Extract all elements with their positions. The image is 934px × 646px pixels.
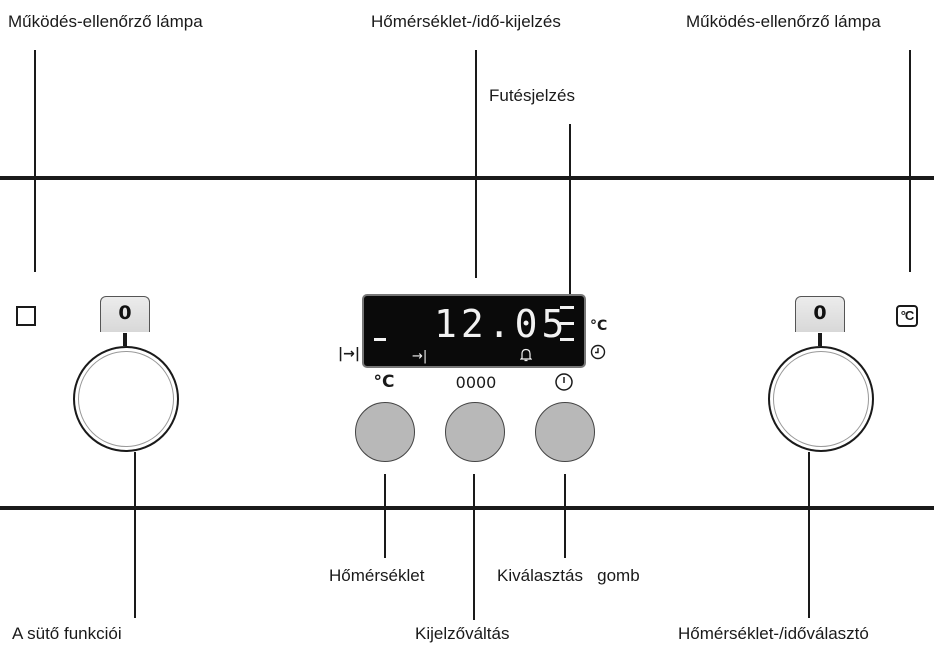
display-left-segment (374, 338, 386, 341)
leader-oven-functions (134, 452, 136, 618)
button-caption-display: 0000 (455, 373, 497, 392)
leader-select-button (564, 474, 566, 558)
panel-bottom-edge (0, 506, 934, 510)
select-button[interactable] (535, 402, 595, 462)
duration-icon: |→| (338, 346, 360, 362)
right-knob-marker (818, 333, 822, 346)
leader-left-lamp (34, 50, 36, 272)
leader-right-lamp (909, 50, 911, 272)
left-knob-marker (123, 333, 127, 346)
display-time: 12.05 (434, 302, 569, 346)
label-right-lamp: Működés-ellenőrző lámpa (686, 12, 881, 31)
function-lamp (16, 306, 36, 326)
left-knob-position-tag: 0 (100, 296, 150, 332)
temperature-button[interactable] (355, 402, 415, 462)
leader-temp-time-selector (808, 452, 810, 618)
label-temperature: Hőmérséklet (329, 566, 425, 585)
bell-icon (519, 348, 533, 366)
label-display-switch: Kijelzőváltás (415, 624, 510, 643)
temperature-lamp: °C (896, 305, 918, 327)
label-select-button: Kiválasztás gomb (497, 566, 640, 585)
label-temp-time-selector: Hőmérséklet-/időválasztó (678, 624, 869, 643)
display-unit-celsius: °C (590, 318, 608, 334)
temperature-time-knob[interactable] (768, 346, 874, 452)
button-caption-temperature: °C (373, 372, 395, 392)
leader-heating (569, 124, 571, 296)
clock-icon (590, 344, 606, 364)
panel-top-edge (0, 176, 934, 180)
leader-display (475, 50, 477, 278)
label-heating-indicator: Futésjelzés (489, 86, 575, 105)
heating-bar-middle (560, 322, 574, 325)
label-display: Hőmérséklet-/idő-kijelzés (371, 12, 561, 31)
heating-bar-top (560, 306, 574, 309)
leader-temperature (384, 474, 386, 558)
temperature-time-display: 12.05 →| (362, 294, 586, 368)
right-knob-position-tag: 0 (795, 296, 845, 332)
clock-icon (554, 372, 574, 396)
heating-bar-bottom (560, 338, 574, 341)
leader-display-switch (473, 474, 475, 620)
display-switch-button[interactable] (445, 402, 505, 462)
label-left-lamp: Működés-ellenőrző lámpa (8, 12, 203, 31)
oven-function-knob[interactable] (73, 346, 179, 452)
label-oven-functions: A sütő funkciói (12, 624, 122, 643)
end-time-icon: →| (412, 349, 428, 364)
